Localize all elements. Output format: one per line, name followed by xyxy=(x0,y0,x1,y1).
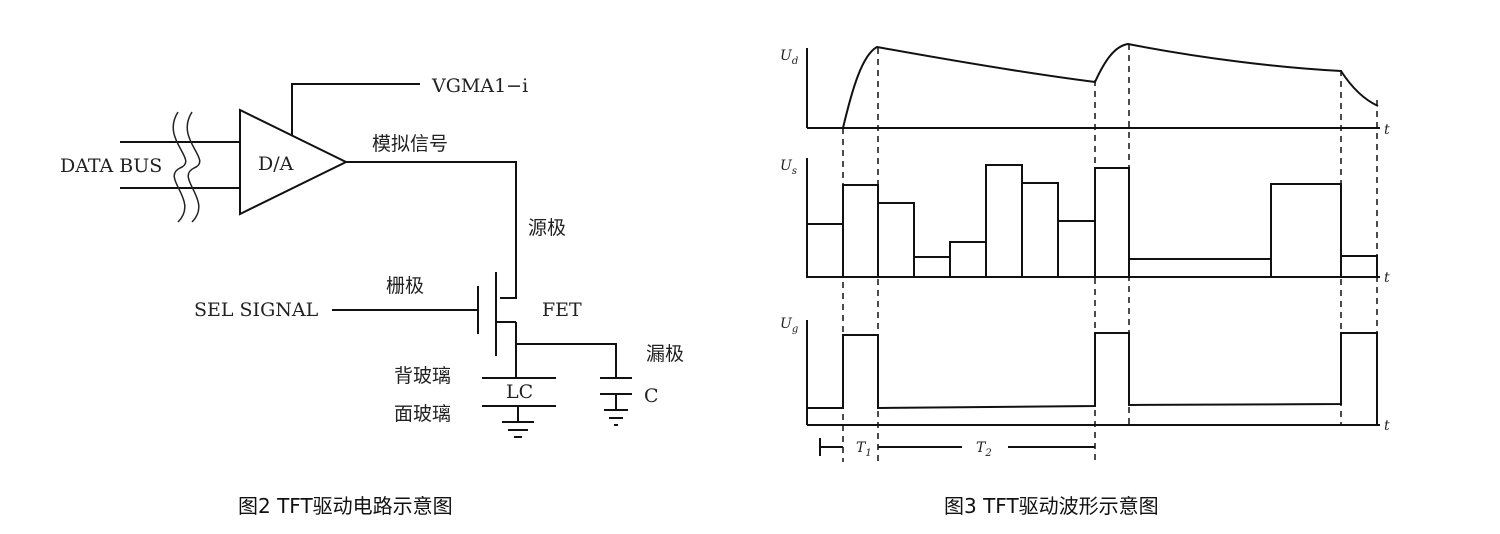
ud-t-label: t xyxy=(1384,122,1390,138)
lc-label: LC xyxy=(506,381,533,403)
tft-drive-waveforms: Ud t Us t Ug t xyxy=(780,42,1390,462)
fig3-caption: 图3 TFT驱动波形示意图 xyxy=(944,494,1159,518)
us-bar xyxy=(1057,220,1096,278)
us-bar xyxy=(1094,167,1130,278)
us-bar xyxy=(1270,183,1342,278)
t1-label: T1 xyxy=(856,440,872,459)
source-label: 源极 xyxy=(528,217,566,239)
gate-label: 栅极 xyxy=(386,275,424,297)
us-bar xyxy=(806,223,844,278)
us-bar xyxy=(842,184,879,278)
us-bar xyxy=(985,164,1023,278)
tft-drive-circuit: DATA BUS D/A VGMA1−i 模拟信号 源极 栅极 SEL SIGN… xyxy=(60,75,684,438)
data-bus-label: DATA BUS xyxy=(60,155,162,177)
us-bar xyxy=(1128,258,1272,278)
ug-axis-label: Ug xyxy=(780,316,798,335)
ud-axis-label: Ud xyxy=(780,48,798,67)
us-bars xyxy=(806,164,1378,278)
ud-waveform xyxy=(842,42,1379,129)
drain-label: 漏极 xyxy=(646,343,684,365)
fig2-caption: 图2 TFT驱动电路示意图 xyxy=(238,494,453,518)
drain-to-c-line xyxy=(516,343,617,378)
da-label: D/A xyxy=(258,153,294,175)
us-bar xyxy=(1340,255,1378,278)
sel-signal-label: SEL SIGNAL xyxy=(194,299,319,321)
us-bar xyxy=(877,202,915,278)
us-bar xyxy=(949,241,987,278)
vgma-label: VGMA1−i xyxy=(431,75,528,97)
analog-signal-line xyxy=(346,161,517,299)
back-glass-label: 背玻璃 xyxy=(394,365,451,387)
vgma-line xyxy=(291,83,420,136)
us-bar xyxy=(1021,182,1059,278)
us-t-label: t xyxy=(1384,270,1390,286)
us-bar xyxy=(913,256,951,278)
ug-waveform xyxy=(807,332,1378,425)
bus-break-curve-right xyxy=(186,111,201,223)
fet-label: FET xyxy=(542,299,582,321)
t2-label: T2 xyxy=(976,440,992,459)
ug-t-label: t xyxy=(1384,418,1390,434)
front-glass-label: 面玻璃 xyxy=(394,403,451,425)
us-axis-label: Us xyxy=(780,158,797,177)
c-label: C xyxy=(644,385,659,407)
analog-signal-label: 模拟信号 xyxy=(372,133,448,155)
bus-break-curve-left xyxy=(172,111,187,223)
